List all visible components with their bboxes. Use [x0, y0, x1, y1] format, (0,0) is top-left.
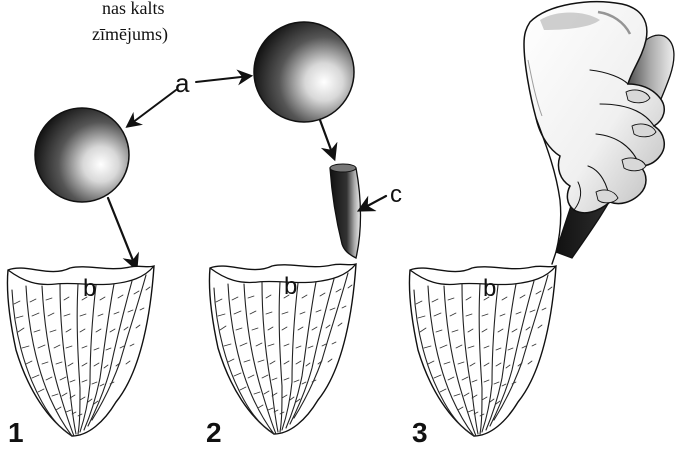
punch-top-2 [330, 164, 356, 172]
hand-gripping-punch-icon [524, 2, 674, 264]
punch-tool-2 [330, 165, 361, 258]
stone-core-2 [209, 264, 356, 434]
label-a: a [175, 68, 190, 98]
pointer-arrow-a-2 [196, 76, 250, 82]
caption-line-1: nas kalts [102, 0, 165, 20]
strike-arrow-2 [320, 120, 334, 158]
label-b-2: b [284, 273, 297, 300]
label-b-1: b [83, 275, 96, 302]
caption-line-2: zīmējums) [92, 22, 168, 46]
step-number-1: 1 [8, 417, 24, 444]
label-c: c [390, 181, 402, 208]
step-number-3: 3 [412, 417, 428, 444]
stone-core-1 [7, 266, 154, 436]
hammerstone-2 [254, 22, 354, 122]
pointer-arrow-c [360, 196, 386, 210]
pointer-arrow-a-1 [128, 90, 176, 126]
strike-arrow-1 [108, 198, 136, 268]
label-b-3: b [483, 275, 496, 302]
hammerstone-1 [35, 108, 129, 202]
step-number-2: 2 [206, 417, 222, 444]
